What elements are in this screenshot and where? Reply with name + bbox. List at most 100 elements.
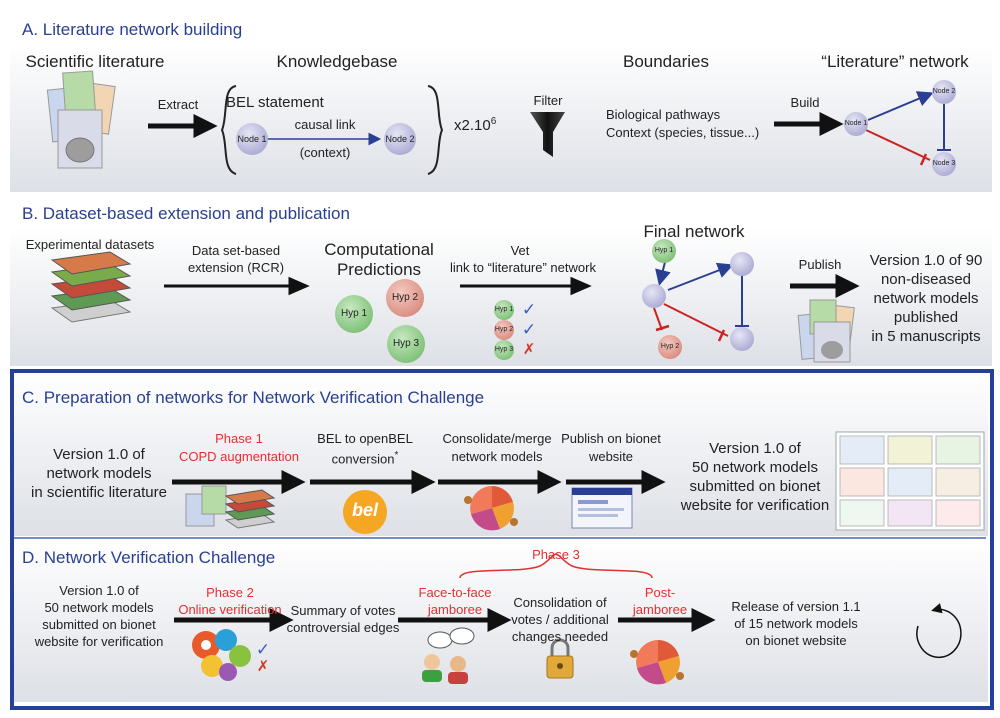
d-start-line3: submitted on bionet [42,617,156,632]
vet-hyp1-label: Hyp 1 [494,306,514,313]
multiplier-base: x2.10 [454,117,491,134]
publish-bionet-line2: website [588,449,634,464]
hyp2-circle [386,279,424,317]
phase2-line2: Online verification [178,602,282,617]
publication-line2: non-diseased [880,271,972,288]
cross-icon: ✗ [522,341,536,358]
d-start-line2: 50 network models [44,600,154,615]
c-end-line4: website for verification [680,497,830,514]
extract-arrow [148,113,218,139]
vet-line1: Vet [510,243,530,258]
multiplier-exponent: 6 [490,116,497,127]
header-scientific-literature: Scientific literature [25,52,165,71]
publication-papers-icon [797,299,855,363]
f2f-line2: jamboree [427,602,483,617]
filter-label: Filter [533,93,563,108]
lit-node2-label: Node 2 [932,88,956,95]
right-brace [427,85,444,175]
final-hyp2-label: Hyp 2 [660,343,680,350]
phase3-label: Phase 3 [532,547,580,562]
phase1-papers-icon [185,485,276,529]
hyp3-circle [387,325,425,363]
padlock-icon [546,638,574,679]
publication-line3: network models [873,290,979,307]
publish-bionet-line1: Publish on bionet [561,431,661,446]
datasets-label: Experimental datasets [25,237,155,252]
node2-circle [384,123,416,155]
node2-label: Node 2 [385,134,415,144]
extension-arrow [164,276,310,296]
d-start-line1: Version 1.0 of [59,583,139,598]
bel-logo-circle [343,490,387,534]
hyp1-label: Hyp 1 [340,308,368,319]
lit-node1-label: Node 1 [844,120,868,127]
publication-line1: Version 1.0 of 90 [869,252,983,269]
consolidate-arrow [438,469,562,495]
build-label: Build [790,95,820,110]
summary-line2: controversial edges [286,620,400,635]
d-check-icon: ✓ [255,640,271,659]
literature-network-graph [844,80,956,176]
c-start-line1: Version 1.0 of [53,446,145,463]
section-a-title: A. Literature network building [22,20,243,39]
vet-hyp3-label: Hyp 3 [494,346,514,353]
publication-line4: published [893,309,959,326]
header-boundaries: Boundaries [622,52,709,71]
publish-bionet-arrow [566,469,666,495]
phase1-line1: Phase 1 [215,431,263,446]
phase2-line1: Phase 2 [206,585,254,600]
challenge-frame [10,369,994,710]
section-b-title: B. Dataset-based extension and publicati… [22,204,350,223]
literature-papers-icon [46,70,116,169]
release-line2: of 15 network models [734,616,858,631]
consol-line3: changes needed [511,629,609,644]
c-start-line3: in scientific literature [31,484,167,501]
post-jamboree-arrow [618,607,716,633]
challenge-divider [14,537,986,539]
predictions-line1: Computational [324,240,434,259]
consolidate-line2: network models [451,449,543,464]
extract-label: Extract [157,97,199,112]
final-network-label: Final network [643,222,745,241]
hyp1-circle [335,295,373,333]
build-arrow [774,111,844,137]
left-brace [220,85,237,175]
consol-line2: votes / additional [511,612,609,627]
consolidate-line1: Consolidate/merge [442,431,552,446]
phase1-line2: COPD augmentation [179,449,299,464]
publish-label: Publish [798,257,842,272]
f2f-line1: Face-to-face [418,585,492,600]
final-network-graph [642,239,754,359]
c-end-line3: submitted on bionet [689,478,821,495]
context-label: (context) [299,145,351,160]
header-literature-network: “Literature” network [821,52,969,71]
section-d-title: D. Network Verification Challenge [22,548,276,567]
node1-label: Node 1 [237,134,267,144]
multiplier-label: x2.106 [454,116,514,134]
predictions-line2: Predictions [336,260,422,279]
vet-hyp3-circle [494,340,514,360]
bel-statement-label: BEL statement [226,94,324,111]
check-icon-2: ✓ [521,320,537,339]
header-knowledgebase: Knowledgebase [276,52,398,71]
vet-arrow [460,276,592,296]
website-screenshot-icon [571,487,633,529]
datasets-stack-icon [50,251,132,323]
lit-node3-label: Node 3 [932,160,956,167]
vet-hyp1-circle [494,300,514,320]
bel-logo-text: bel [351,500,378,520]
post-line1: Post- [644,585,676,600]
pie-chart-icon-d [630,640,684,685]
node1-circle [236,123,268,155]
bel-conv-line1: BEL to openBEL [317,431,413,446]
network-gallery-thumbnail [835,431,985,531]
bel-conv-text: conversion [331,451,395,467]
publish-arrow [790,273,860,299]
hyp2-label: Hyp 2 [391,292,419,303]
asterisk-footnote: * [394,450,399,461]
vet-hyp2-label: Hyp 2 [494,326,514,333]
gears-icon [192,629,251,681]
boundaries-line1: Biological pathways [606,107,721,122]
extension-line1: Data set-based [191,243,281,258]
